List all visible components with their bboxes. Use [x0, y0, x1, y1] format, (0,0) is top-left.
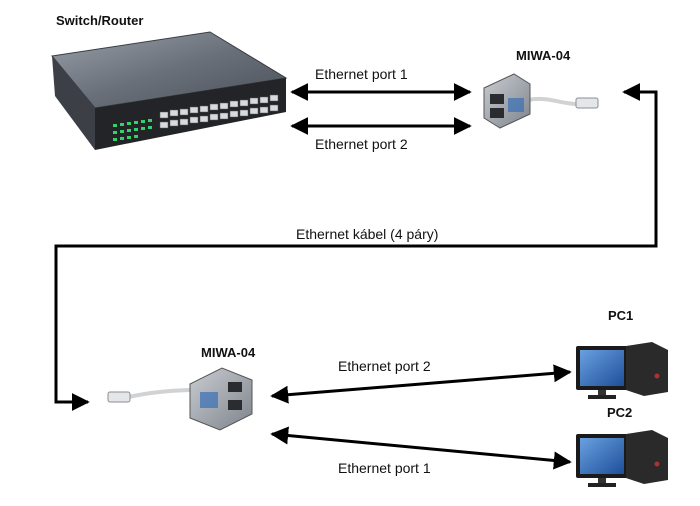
link-top-port2-label: Ethernet port 2: [315, 136, 408, 152]
adapter-bottom-label: MIWA-04: [201, 345, 256, 360]
switch-router-label: Switch/Router: [56, 13, 144, 28]
adapter-top-label: MIWA-04: [516, 48, 571, 63]
switch-router-icon: [51, 31, 288, 150]
adapter-bottom-icon: [107, 367, 253, 431]
link-bottom-port1-arrow: [270, 426, 572, 470]
link-bottom-port2-arrow: [270, 364, 572, 404]
adapter-top-icon: [483, 73, 599, 129]
link-bottom-port1-label: Ethernet port 1: [338, 460, 431, 476]
pc1-label: PC1: [608, 308, 634, 323]
cable-label: Ethernet kábel (4 páry): [296, 226, 439, 242]
pc2-icon: [576, 430, 668, 487]
pc1-icon: [576, 342, 668, 399]
pc2-label: PC2: [607, 405, 633, 420]
link-top-port1-label: Ethernet port 1: [315, 66, 408, 82]
link-bottom-port2-label: Ethernet port 2: [338, 358, 431, 374]
ethernet-cable-path: [54, 83, 658, 411]
